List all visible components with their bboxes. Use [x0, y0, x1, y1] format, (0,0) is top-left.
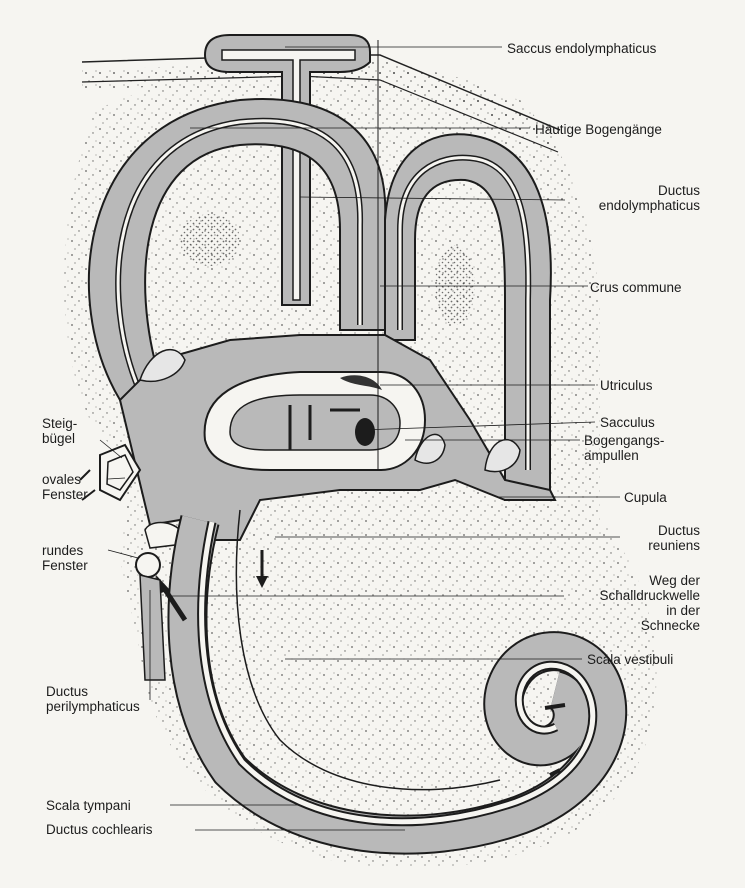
- loop-core-right: [435, 245, 475, 325]
- label-ovales-fenster: ovales Fenster: [42, 472, 88, 502]
- round-window: [136, 553, 160, 577]
- label-sacculus: Sacculus: [600, 415, 655, 430]
- label-ductus-reuniens: Ductus reuniens: [580, 523, 700, 553]
- label-utriculus: Utriculus: [600, 378, 653, 393]
- label-haeutige-bogengaenge: Häutige Bogengänge: [535, 122, 662, 137]
- loop-core-left: [180, 214, 240, 266]
- label-bogengangsampullen: Bogengangs- ampullen: [584, 433, 664, 463]
- label-steigbuegel: Steig- bügel: [42, 416, 77, 446]
- label-weg-der-schalldruckwelle: Weg der Schalldruckwelle in der Schnecke: [560, 573, 700, 633]
- label-ductus-perilymphaticus: Ductus perilymphaticus: [46, 684, 140, 714]
- label-ductus-endolymphaticus: Ductus endolymphaticus: [560, 183, 700, 213]
- label-saccus-endolymphaticus: Saccus endolymphaticus: [507, 41, 656, 56]
- label-crus-commune: Crus commune: [590, 280, 682, 295]
- label-ductus-cochlearis: Ductus cochlearis: [46, 822, 153, 837]
- label-scala-tympani: Scala tympani: [46, 798, 131, 813]
- label-rundes-fenster: rundes Fenster: [42, 543, 88, 573]
- label-cupula: Cupula: [624, 490, 667, 505]
- label-scala-vestibuli: Scala vestibuli: [587, 652, 673, 667]
- ductus-perilymphaticus-duct: [140, 575, 165, 680]
